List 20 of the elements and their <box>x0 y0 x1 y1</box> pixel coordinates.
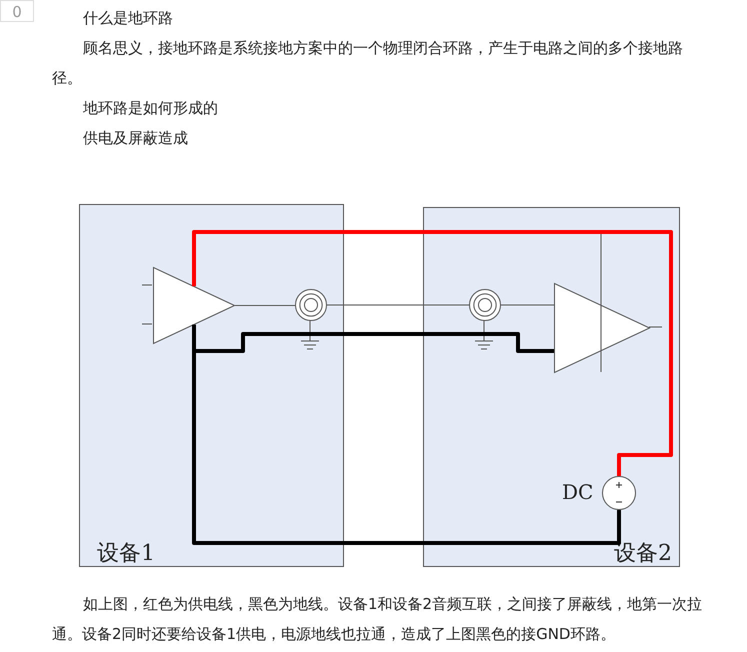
thick-wire <box>192 230 673 476</box>
counter-badge: 0 <box>0 0 34 22</box>
device-label: 设备2 <box>614 540 672 568</box>
connector-jack-symbol <box>469 289 501 321</box>
device-label: 设备1 <box>97 540 155 568</box>
amplifier-symbol <box>554 283 650 373</box>
paragraph: 如上图，红色为供电线，黑色为地线。设备1和设备2音频互联，之间接了屏蔽线，地第一次拉通。设备2同时还要给设备1供电，电源地线也拉通，造成了上图黑色的接GND环路。 <box>52 594 704 645</box>
heading-text: 供电及屏蔽造成 <box>83 128 189 149</box>
signal-wire <box>234 305 296 306</box>
device-panel <box>79 204 344 567</box>
amplifier-symbol <box>153 267 235 344</box>
signal-wire <box>500 304 554 306</box>
device-panel <box>423 207 680 567</box>
paragraph: 顾名思义，接地环路是系统接地方案中的一个物理闭合环路，产生于电路之间的多个接地路径。 <box>52 38 684 89</box>
signal-wire <box>326 304 470 306</box>
heading-text: 什么是地环路 <box>83 8 174 29</box>
source-label: DC <box>562 480 594 504</box>
heading-text: 地环路是如何形成的 <box>83 98 219 119</box>
connector-jack-symbol <box>295 289 327 321</box>
thick-wire <box>192 324 621 545</box>
